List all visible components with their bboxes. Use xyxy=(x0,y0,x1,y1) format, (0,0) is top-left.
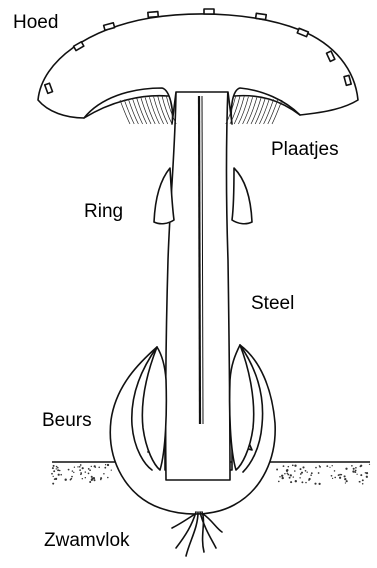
ring-left xyxy=(154,168,174,224)
label-plaatjes: Plaatjes xyxy=(271,140,339,159)
label-beurs: Beurs xyxy=(42,411,92,430)
mycelium xyxy=(172,512,222,556)
stem xyxy=(166,86,230,480)
label-ring: Ring xyxy=(84,202,123,221)
label-steel: Steel xyxy=(251,294,294,313)
label-zwamvlok: Zwamvlok xyxy=(44,531,130,550)
label-hoed: Hoed xyxy=(13,13,58,32)
ring-right xyxy=(232,168,252,224)
